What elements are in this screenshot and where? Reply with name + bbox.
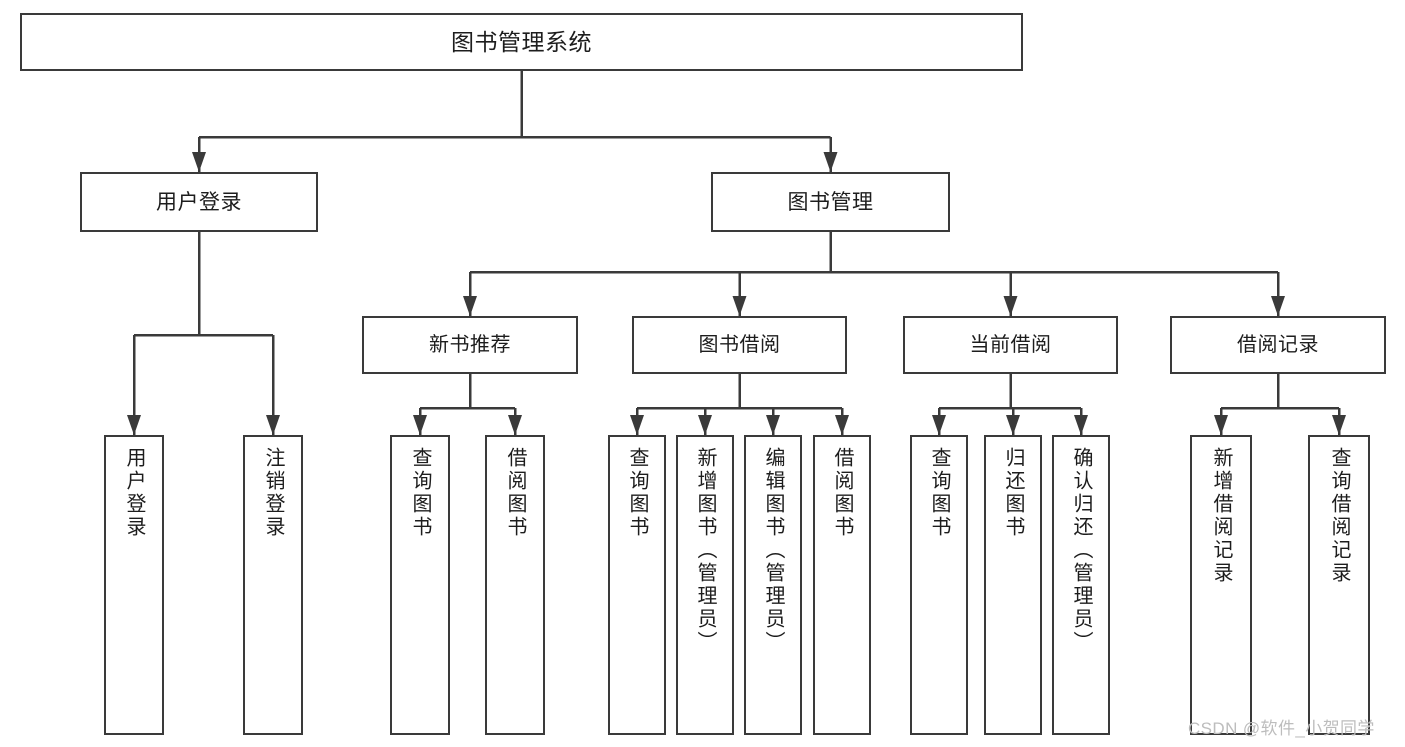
node-leaf-query-record[interactable]: 查询借阅记录 (1308, 435, 1370, 735)
node-borrow-record[interactable]: 借阅记录 (1170, 316, 1386, 374)
node-leaf-query-book-2-label: 查询图书 (626, 447, 648, 539)
node-new-book-rec[interactable]: 新书推荐 (362, 316, 578, 374)
node-root[interactable]: 图书管理系统 (20, 13, 1023, 71)
node-current-borrow-label: 当前借阅 (969, 334, 1052, 356)
watermark-text: CSDN @软件_小贺同学 (1188, 719, 1375, 738)
node-leaf-borrow-book-2-label: 借阅图书 (831, 447, 853, 539)
node-leaf-query-book-3-label: 查询图书 (928, 447, 950, 539)
node-leaf-add-book[interactable]: 新增图书（管理员） (676, 435, 734, 735)
node-leaf-user-logout-label: 注销登录 (262, 447, 284, 539)
node-leaf-user-logout[interactable]: 注销登录 (243, 435, 303, 735)
node-leaf-add-record[interactable]: 新增借阅记录 (1190, 435, 1252, 735)
node-book-borrow[interactable]: 图书借阅 (632, 316, 847, 374)
node-leaf-user-login[interactable]: 用户登录 (104, 435, 164, 735)
node-leaf-borrow-book-2[interactable]: 借阅图书 (813, 435, 871, 735)
node-leaf-return-book[interactable]: 归还图书 (984, 435, 1042, 735)
node-leaf-query-book-3[interactable]: 查询图书 (910, 435, 968, 735)
node-leaf-add-record-label: 新增借阅记录 (1210, 447, 1232, 585)
node-leaf-add-book-label: 新增图书（管理员） (694, 447, 716, 654)
node-leaf-query-book-2[interactable]: 查询图书 (608, 435, 666, 735)
node-leaf-edit-book-label: 编辑图书（管理员） (762, 447, 784, 654)
node-user-login[interactable]: 用户登录 (80, 172, 318, 232)
node-book-manage[interactable]: 图书管理 (711, 172, 950, 232)
node-leaf-confirm-return-label: 确认归还（管理员） (1070, 447, 1092, 654)
node-leaf-query-book-1-label: 查询图书 (409, 447, 431, 539)
node-book-borrow-label: 图书借阅 (698, 334, 781, 356)
node-leaf-borrow-book-1-label: 借阅图书 (504, 447, 526, 539)
node-borrow-record-label: 借阅记录 (1237, 334, 1319, 356)
node-leaf-query-record-label: 查询借阅记录 (1328, 447, 1350, 585)
node-book-manage-label: 图书管理 (787, 190, 874, 214)
node-leaf-return-book-label: 归还图书 (1002, 447, 1024, 539)
node-current-borrow[interactable]: 当前借阅 (903, 316, 1118, 374)
node-new-book-rec-label: 新书推荐 (429, 334, 511, 356)
node-leaf-query-book-1[interactable]: 查询图书 (390, 435, 450, 735)
node-leaf-confirm-return[interactable]: 确认归还（管理员） (1052, 435, 1110, 735)
node-leaf-user-login-label: 用户登录 (123, 447, 145, 539)
node-leaf-edit-book[interactable]: 编辑图书（管理员） (744, 435, 802, 735)
node-root-label: 图书管理系统 (451, 28, 592, 55)
node-user-login-label: 用户登录 (156, 190, 242, 214)
node-leaf-borrow-book-1[interactable]: 借阅图书 (485, 435, 545, 735)
